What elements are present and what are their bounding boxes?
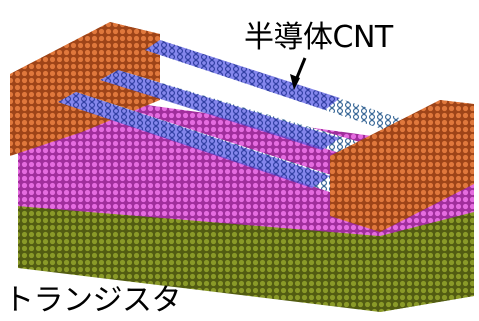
annotation-arrow bbox=[290, 57, 307, 90]
drain-electrode bbox=[330, 100, 474, 232]
transistor-label: トランジスタ bbox=[4, 283, 182, 318]
nanotube bbox=[100, 70, 420, 172]
nanotube-array bbox=[58, 40, 430, 210]
nanotube bbox=[58, 92, 402, 210]
semiconductor-cnt-label: 半導体CNT bbox=[244, 20, 393, 55]
nanotube bbox=[145, 40, 430, 140]
source-electrode bbox=[10, 22, 160, 156]
